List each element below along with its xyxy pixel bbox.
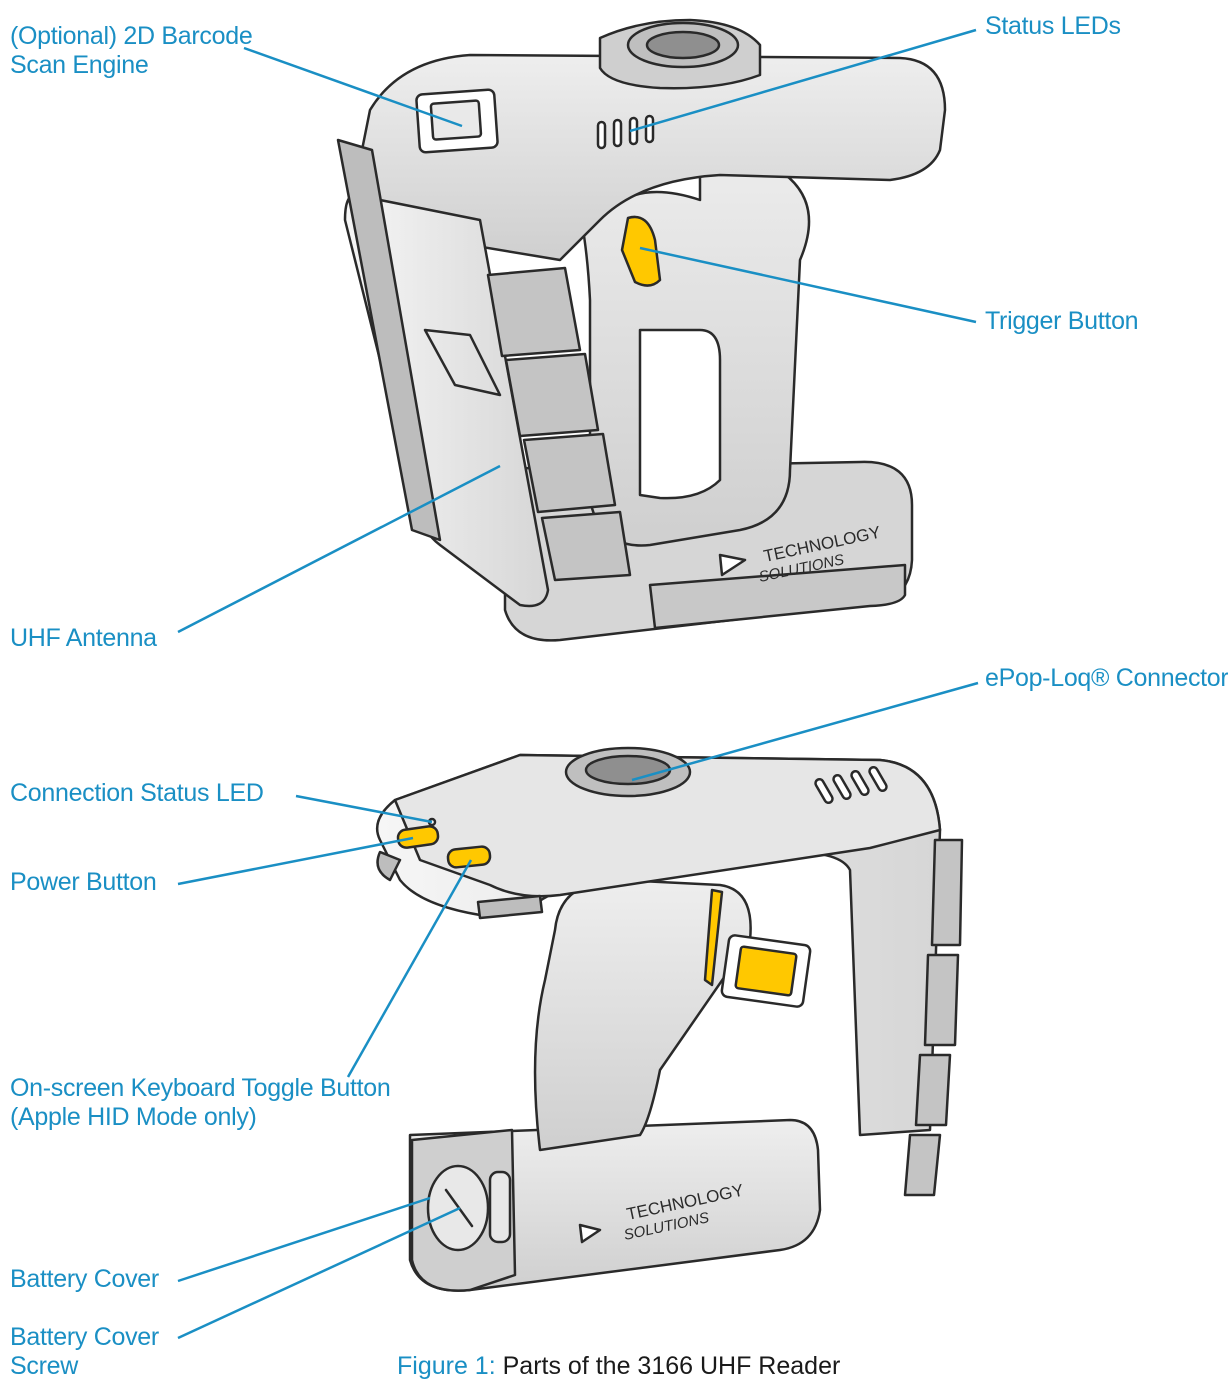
label-battery-cover-line1: Battery Cover [10, 1265, 159, 1293]
label-trigger-button: Trigger Button [985, 307, 1139, 336]
keyboard-toggle-button [446, 845, 492, 869]
label-uhf-antenna: UHF Antenna [10, 624, 157, 653]
leader-scan-engine [243, 46, 463, 128]
leader-connection-led [295, 794, 433, 824]
label-trigger-button-line1: Trigger Button [985, 307, 1139, 335]
figure-caption: Figure 1: Parts of the 3166 UHF Reader [397, 1352, 840, 1381]
leader-battery-cover [177, 1196, 431, 1283]
leader-trigger-button [639, 246, 977, 324]
label-battery-screw-line1: Battery Cover [10, 1323, 159, 1351]
label-keyboard-toggle-line1: On-screen Keyboard Toggle Button [10, 1074, 391, 1102]
figure-caption-text: Parts of the 3166 UHF Reader [502, 1352, 841, 1380]
label-epop-connector: ePop-Loq® Connector [985, 664, 1228, 693]
label-uhf-antenna-line1: UHF Antenna [10, 624, 157, 652]
label-connection-led: Connection Status LED [10, 779, 264, 808]
label-battery-cover: Battery Cover [10, 1265, 159, 1294]
leader-epop-connector [631, 681, 979, 782]
grip-ribs [486, 266, 632, 582]
label-scan-engine-line1: (Optional) 2D Barcode [10, 22, 253, 50]
label-battery-screw: Battery Cover Screw [10, 1323, 159, 1381]
label-status-leds: Status LEDs [985, 12, 1121, 41]
label-connection-led-line1: Connection Status LED [10, 779, 264, 807]
trigger-button [620, 215, 662, 287]
status-led-slots-front [814, 765, 888, 805]
label-power-button-line1: Power Button [10, 868, 157, 896]
label-keyboard-toggle: On-screen Keyboard Toggle Button (Apple … [10, 1074, 391, 1132]
leader-uhf-antenna [177, 464, 501, 634]
label-keyboard-toggle-line2: (Apple HID Mode only) [10, 1103, 257, 1131]
leader-lines [177, 28, 979, 1340]
leader-power-button [177, 836, 414, 886]
leader-battery-screw [177, 1206, 461, 1340]
label-power-button: Power Button [10, 868, 157, 897]
reader-rear-view [336, 18, 947, 642]
leader-keyboard-toggle [346, 859, 473, 1078]
label-scan-engine-line2: Scan Engine [10, 51, 149, 79]
label-battery-screw-line2: Screw [10, 1352, 78, 1380]
label-status-leds-line1: Status LEDs [985, 12, 1121, 40]
label-epop-connector-line1: ePop-Loq® Connector [985, 664, 1228, 692]
reader-front-view [375, 746, 964, 1292]
trigger-front [703, 888, 724, 987]
leader-status-leds [629, 28, 977, 133]
figure-caption-prefix: Figure 1: [397, 1352, 496, 1380]
grip-ribs-front [903, 838, 964, 1197]
status-led-slots [596, 114, 655, 150]
label-scan-engine: (Optional) 2D Barcode Scan Engine [10, 22, 253, 80]
